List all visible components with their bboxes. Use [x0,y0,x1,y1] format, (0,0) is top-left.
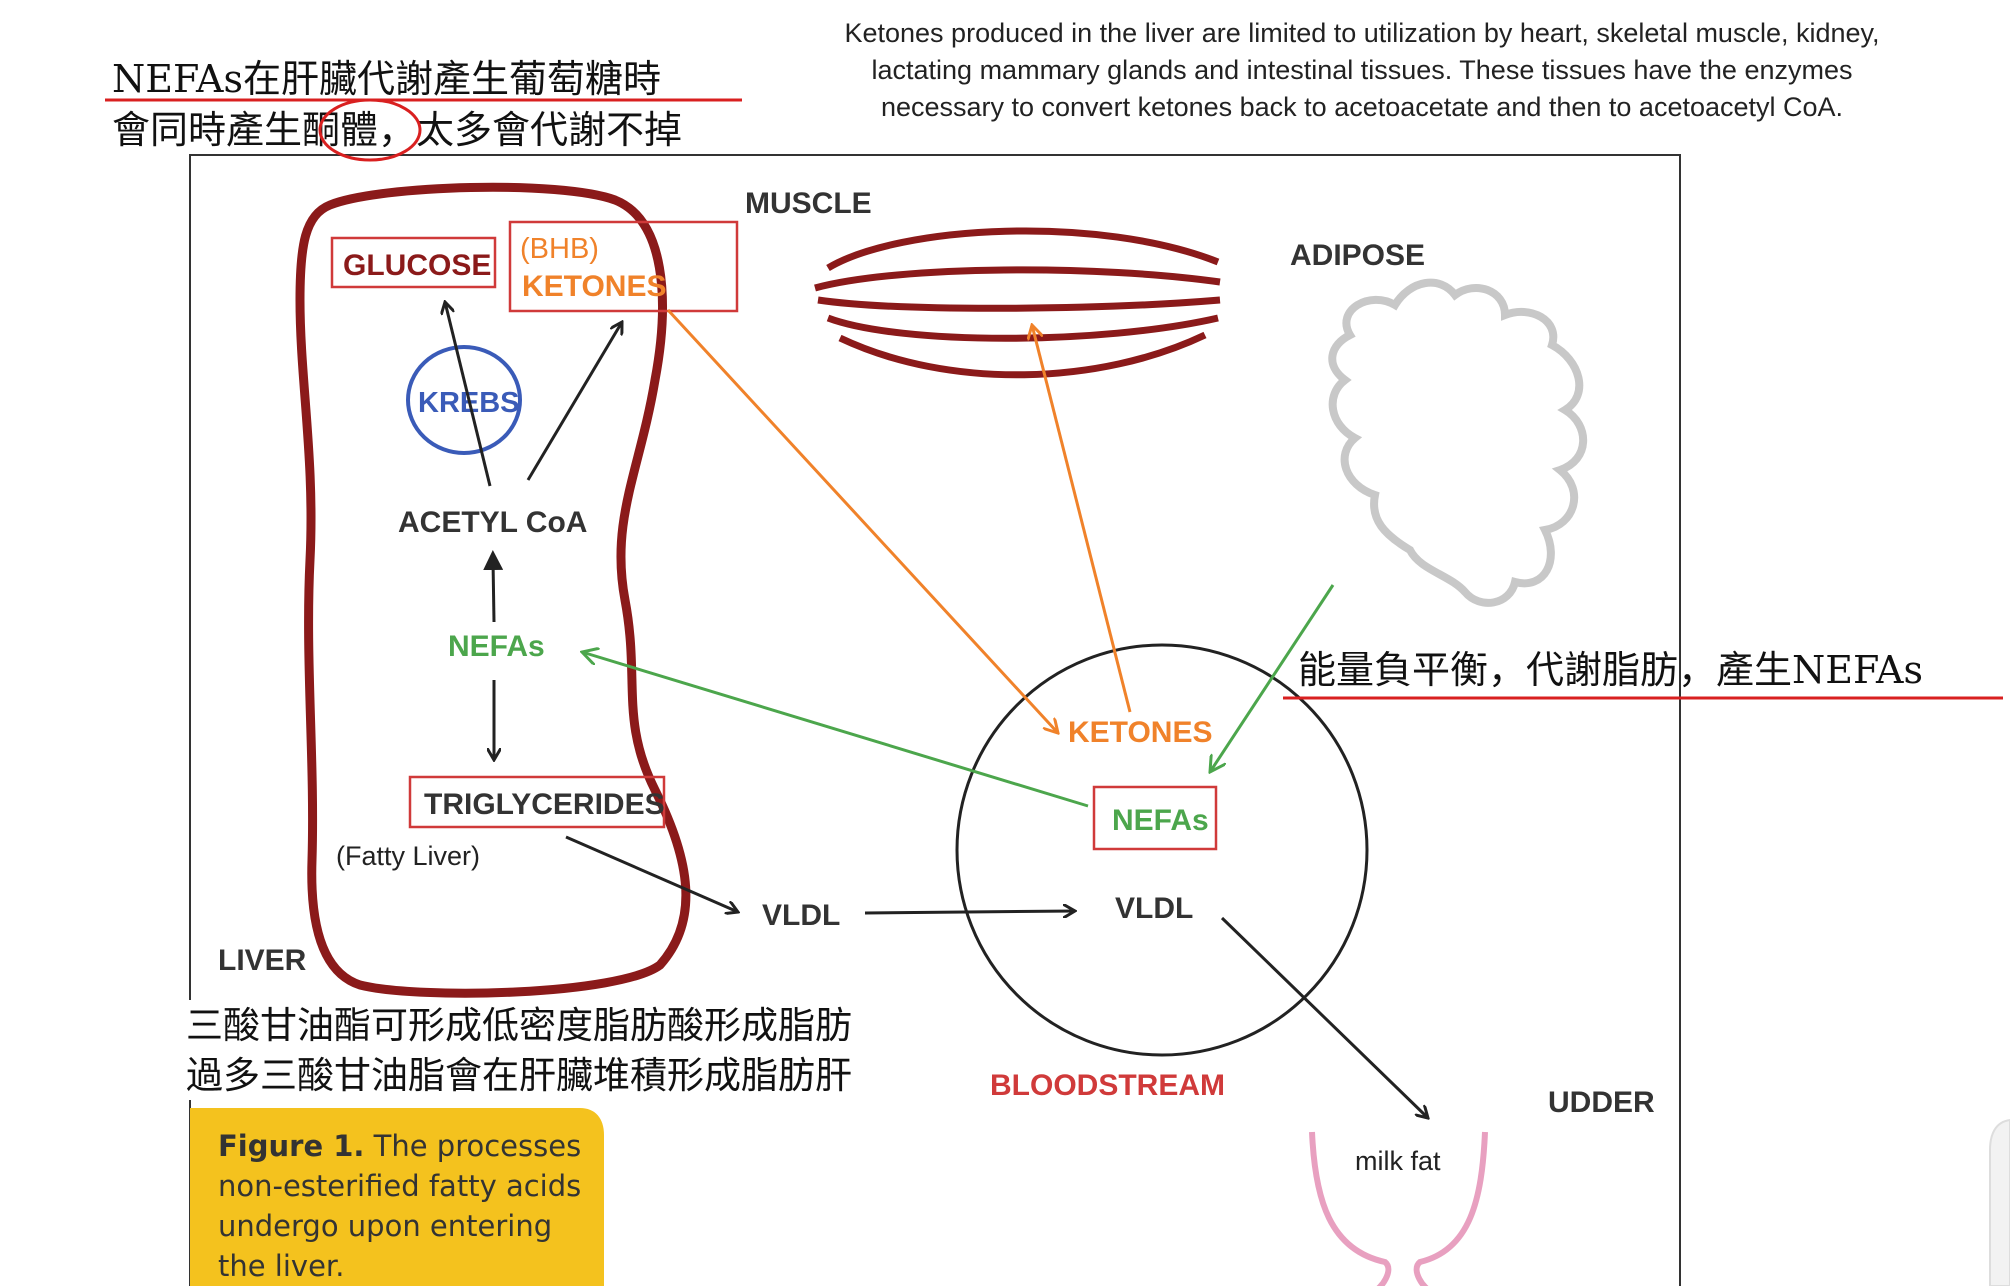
ketones-liver-box [508,220,739,313]
top-note-line3: necessary to convert ketones back to ace… [881,92,1843,122]
label-triglycerides: TRIGLYCERIDES [424,788,665,821]
annot-energy: 能量負平衡，代謝脂肪，產生NEFAs [1298,648,1923,692]
caption-line4: the liver. [218,1249,344,1283]
label-nefas-blood: NEFAs [1112,804,1209,837]
caption-line2: non-esterified fatty acids [218,1169,581,1203]
arrow-acetyl-to-ketones [526,322,622,481]
caption-rest: The processes [364,1129,581,1163]
label-udder: UDDER [1548,1086,1655,1119]
label-ketones-liver: KETONES [522,270,666,303]
caption-line1: Figure 1. The processes [218,1129,581,1163]
annot-nefa-liver-line1: NEFAs在肝臟代謝產生葡萄糖時 [112,57,661,101]
edge-card [1989,1118,2010,1286]
diagram-frame [189,154,1681,1286]
arrow-trigly-to-vldl [565,835,738,912]
annot-triglyceride-bg [186,1000,986,1100]
adipose-shape [1328,278,1588,607]
label-liver: LIVER [218,944,307,977]
arrow-vldl-to-milkfat [1220,916,1428,1118]
krebs-circle [406,345,522,455]
arrow-vldl-to-blood [864,911,1075,913]
caption-line3: undergo upon entering [218,1209,552,1243]
nefas-blood-box [1092,785,1218,851]
label-milk-fat: milk fat [1355,1146,1441,1176]
top-note-line1: Ketones produced in the liver are limite… [844,18,1879,48]
label-bhb: (BHB) [520,233,599,265]
muscle-shape [814,227,1221,379]
liver-outline [295,182,691,998]
arrow-ketones-liver-to-blood [666,308,1058,733]
label-fatty-liver: (Fatty Liver) [336,841,480,871]
arrow-krebs-to-glucose [445,302,492,487]
annot-trigly-line1: 三酸甘油酯可形成低密度脂肪酸形成脂肪 [186,1004,852,1047]
annot-nefa-liver-line2: 會同時產生酮體，太多會代謝不掉 [112,108,682,152]
arrow-adipose-to-nefas [1210,584,1335,772]
label-vldl-mid: VLDL [762,899,840,932]
annot-line2-a: 會同時產生 [112,108,302,152]
label-glucose: GLUCOSE [343,249,491,282]
label-bloodstream: BLOODSTREAM [990,1069,1225,1102]
caption-bold: Figure 1. [218,1129,364,1163]
label-adipose: ADIPOSE [1290,239,1425,272]
label-muscle: MUSCLE [745,187,872,220]
arrow-ketones-blood-to-muscle [1032,325,1132,713]
label-ketones-blood: KETONES [1068,716,1212,749]
caption-box [190,1108,604,1286]
label-acetyl-coa: ACETYL CoA [398,506,587,539]
label-vldl-blood: VLDL [1115,892,1193,925]
top-note-line2: lactating mammary glands and intestinal … [872,55,1853,85]
label-nefas-liver: NEFAs [448,630,545,663]
annot-line2-circled: 酮體 [302,108,378,152]
bloodstream-circle [955,643,1369,1057]
annot-line2-b: ，太多會代謝不掉 [378,108,682,152]
triglycerides-box [408,775,666,829]
glucose-box [330,236,497,289]
arrow-nefas-blood-to-liver [582,652,1089,808]
arrow-nefas-to-acetyl [483,550,504,623]
ketone-circle-mark [318,98,422,162]
annot-trigly-line2: 過多三酸甘油脂會在肝臟堆積形成脂肪肝 [186,1054,852,1097]
udder-shape [1309,1131,1488,1286]
